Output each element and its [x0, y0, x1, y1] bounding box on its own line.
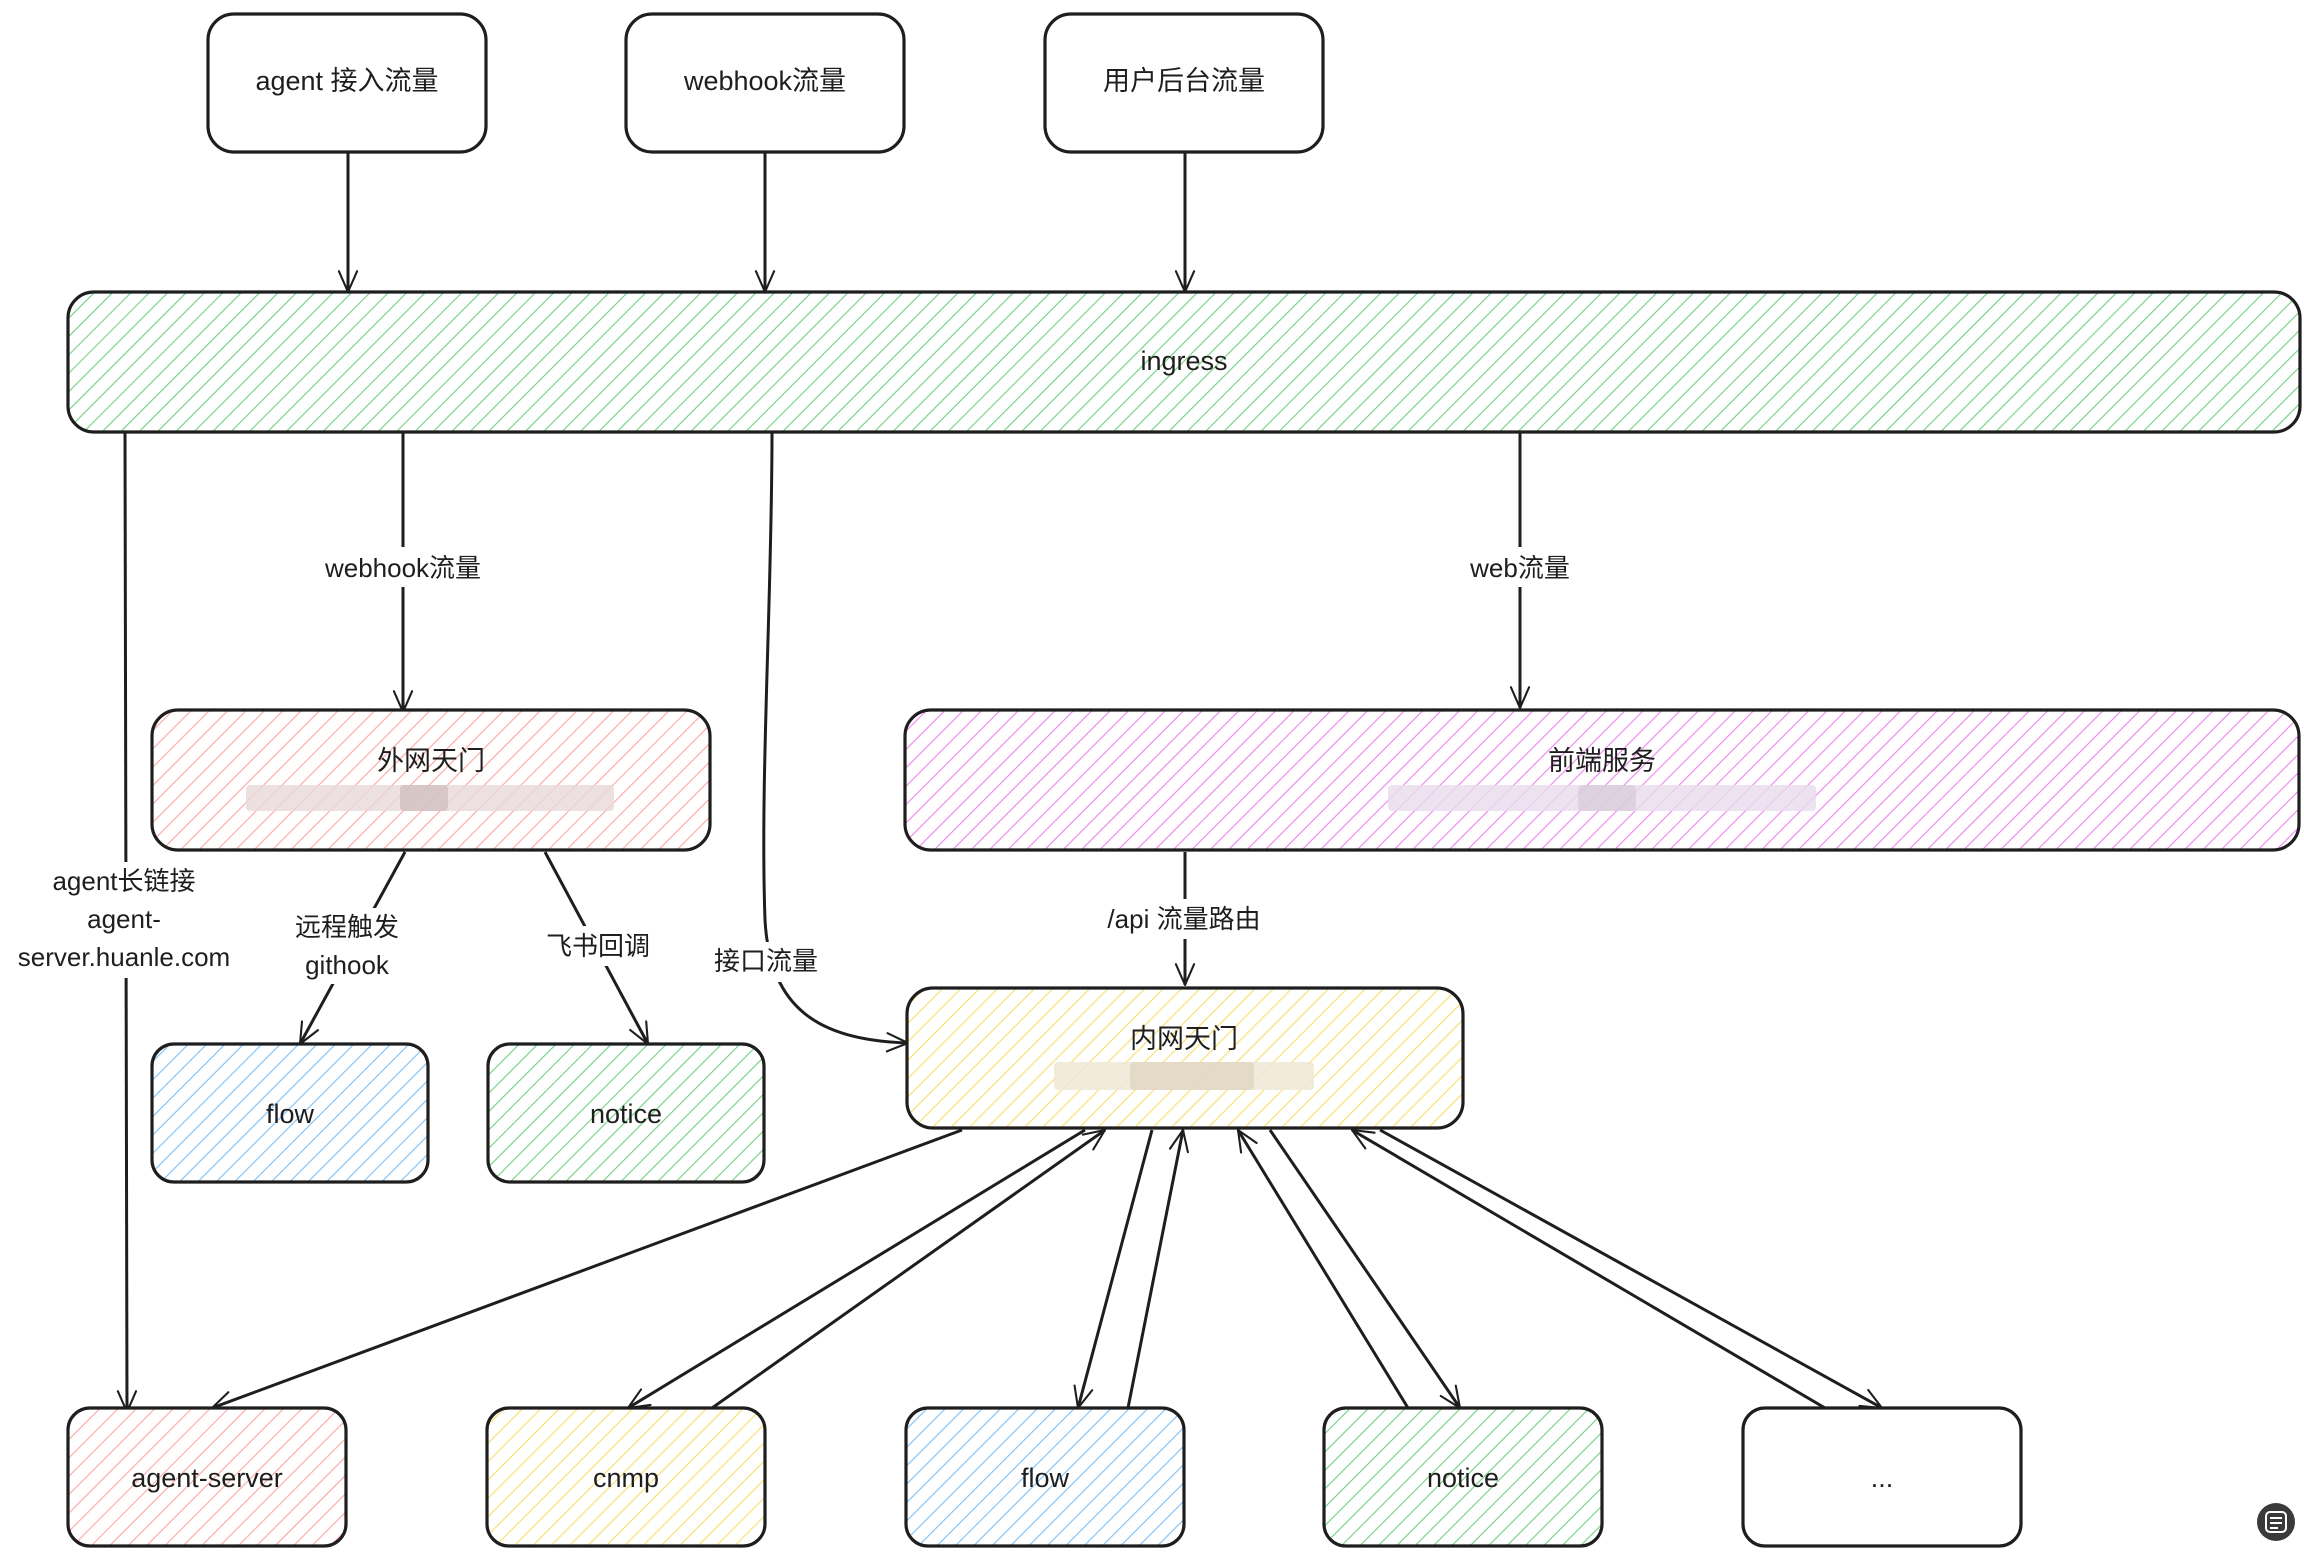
edge-labels: webhook流量 web流量 agent长链接 agent- server.h… [6, 547, 1582, 984]
edge-label-remote-2: githook [305, 950, 390, 980]
node-left-notice-label: notice [590, 1099, 662, 1129]
edge-ingress-to-internal-gateway [762, 431, 910, 1053]
node-bottom-notice-label: notice [1427, 1463, 1499, 1493]
node-external-gateway[interactable]: 外网天门 [150, 708, 712, 852]
node-admin-traffic-label: 用户后台流量 [1103, 66, 1265, 96]
node-bottom-flow[interactable]: flow [904, 1406, 1186, 1548]
node-left-flow[interactable]: flow [150, 1042, 430, 1184]
blurred-detail-dark [1130, 1062, 1254, 1090]
node-left-notice[interactable]: notice [486, 1042, 766, 1184]
edge-label-interface: 接口流量 [714, 946, 818, 976]
edge-internal-to-notice [1268, 1129, 1462, 1410]
edge-label-api-route: /api 流量路由 [1107, 904, 1260, 934]
scan-text-icon[interactable] [2257, 1503, 2295, 1541]
edge-label-feishu: 飞书回调 [546, 931, 650, 961]
edge-label-webhook: webhook流量 [324, 553, 481, 583]
node-cnmp[interactable]: cnmp [485, 1406, 767, 1548]
node-agent-traffic[interactable]: agent 接入流量 [206, 12, 488, 154]
node-admin-traffic[interactable]: 用户后台流量 [1043, 12, 1325, 154]
edge-internal-to-flow [1073, 1129, 1154, 1410]
node-ingress-label: ingress [1140, 346, 1227, 376]
node-agent-server[interactable]: agent-server [66, 1406, 348, 1548]
blurred-detail-dark [400, 785, 448, 811]
node-agent-traffic-label: agent 接入流量 [255, 66, 438, 96]
node-left-flow-label: flow [266, 1099, 315, 1129]
edge-cnmp-to-internal [711, 1128, 1107, 1410]
node-frontend[interactable]: 前端服务 [903, 708, 2301, 852]
edge-internal-to-more [1379, 1128, 1884, 1410]
node-external-gateway-label: 外网天门 [377, 746, 485, 776]
node-cnmp-label: cnmp [593, 1463, 659, 1493]
node-internal-gateway[interactable]: 内网天门 [905, 986, 1465, 1130]
edge-flow-to-internal [1126, 1128, 1189, 1409]
edge-more-to-internal [1350, 1128, 1826, 1410]
node-ingress[interactable]: ingress [66, 290, 2302, 434]
node-more-label: ... [1871, 1463, 1894, 1493]
node-bottom-flow-label: flow [1021, 1463, 1070, 1493]
node-more[interactable]: ... [1741, 1406, 2023, 1548]
edge-notice-to-internal [1236, 1128, 1410, 1409]
node-internal-gateway-label: 内网天门 [1130, 1024, 1238, 1054]
edge-label-web: web流量 [1469, 553, 1570, 583]
edge-internal-to-cnmp [626, 1128, 1086, 1410]
node-frontend-label: 前端服务 [1548, 746, 1656, 776]
node-agent-server-label: agent-server [131, 1463, 283, 1493]
edge-label-remote-1: 远程触发 [295, 912, 399, 942]
edge-label-agent-long-1: agent长链接 [52, 866, 195, 896]
node-bottom-notice[interactable]: notice [1322, 1406, 1604, 1548]
edge-label-agent-long-3: server.huanle.com [18, 942, 230, 972]
edge-internal-to-agent-server [210, 1128, 963, 1411]
node-webhook-traffic[interactable]: webhook流量 [624, 12, 906, 154]
blurred-detail-dark [1578, 785, 1636, 811]
edge-label-agent-long-2: agent- [87, 904, 161, 934]
node-webhook-traffic-label: webhook流量 [683, 66, 846, 96]
